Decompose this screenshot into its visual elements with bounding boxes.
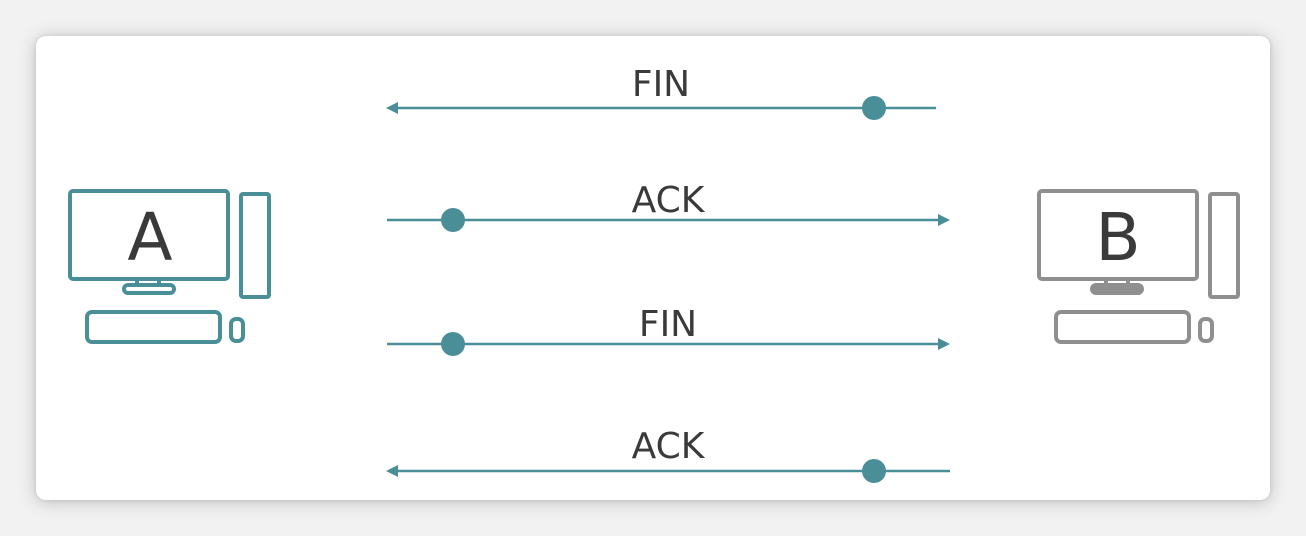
host-a-monitor-base <box>122 283 176 295</box>
host-b-monitor-base <box>1090 283 1144 295</box>
message-2-arrow <box>387 208 950 232</box>
host-a-label: A <box>127 199 172 276</box>
host-a-keyboard <box>85 310 222 344</box>
message-origin-dot <box>862 96 886 120</box>
host-b-tower <box>1208 192 1240 299</box>
host-a-tower <box>239 192 271 299</box>
message-origin-dot <box>862 459 886 483</box>
host-b-computer-icon <box>1037 189 1240 344</box>
message-origin-dot <box>441 208 465 232</box>
message-1-label: FIN <box>632 64 690 105</box>
host-a-mouse <box>229 317 245 343</box>
host-b-mouse <box>1198 317 1214 343</box>
message-2-label: ACK <box>632 180 706 221</box>
arrowhead-right-icon <box>938 338 950 350</box>
message-3-label: FIN <box>639 304 697 345</box>
message-3-arrow <box>387 332 950 356</box>
message-origin-dot <box>441 332 465 356</box>
host-b-label: B <box>1095 199 1140 276</box>
host-a-computer-icon <box>68 189 271 344</box>
message-4-arrow <box>386 459 950 483</box>
message-1-arrow <box>386 96 936 120</box>
arrowhead-left-icon <box>386 465 398 477</box>
arrowhead-left-icon <box>386 102 398 114</box>
arrowhead-right-icon <box>938 214 950 226</box>
message-4-label: ACK <box>632 426 706 467</box>
host-b-keyboard <box>1054 310 1191 344</box>
